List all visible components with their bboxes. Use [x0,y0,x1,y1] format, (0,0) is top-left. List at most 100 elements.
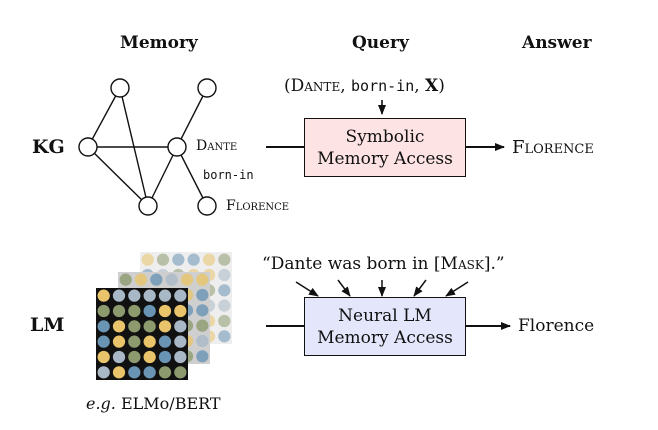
matrix-cell [158,289,172,302]
memory-header: Memory [120,33,198,53]
matrix-cell [196,319,209,332]
matrix-cell [128,289,141,302]
matrix-cell [112,304,126,318]
comma: , [340,76,352,96]
matrix-cell [218,330,231,343]
matrix-cell [143,366,156,379]
matrix-cell [112,320,126,333]
matrix-cell [156,253,170,266]
kg-node [138,196,158,216]
matrix-cell [97,289,110,302]
matrix-cell [218,268,231,282]
matrix-cell [112,350,126,364]
query-header: Query [352,33,409,53]
lm-query-arrow [337,279,351,297]
matrix-cell [218,299,231,312]
kg-box-line2: Memory Access [317,148,453,169]
matrix-cell [187,253,200,266]
dante-node-label: Dante [196,138,238,154]
matrix-cell [97,350,110,364]
lm-caption: e.g. ELMo/BERT [86,394,221,413]
matrix-cell [143,335,156,348]
matrix-cell [158,366,172,379]
matrix-cell [196,288,209,302]
matrix-cell [174,350,187,364]
query-subject: Dante [290,76,341,96]
symbolic-memory-access-box: Symbolic Memory Access [304,118,466,177]
matrix-cell [196,273,209,286]
query-object: X [425,76,439,96]
paren-open: ( [284,76,291,96]
lm-row-label: LM [30,314,65,336]
paren-close: ) [438,76,445,96]
kg-query-triple: (Dante, born-in, X) [284,76,445,96]
matrix-cell [97,320,110,333]
matrix-cell [174,289,187,302]
matrix-cell [202,253,216,266]
kg-box-line1: Symbolic [345,126,425,147]
matrix-cell [143,320,156,333]
florence-node-label: Florence [226,198,290,214]
kg-node-florence [197,196,217,216]
answer-header: Answer [522,33,592,53]
kg-node [78,137,98,157]
matrix-cell [218,284,231,297]
matrix-cell [196,350,209,363]
matrix-cell [174,304,187,318]
kg-node [197,78,217,98]
lm-query-arrow [295,281,319,297]
lm-query-arrows [295,279,469,297]
matrix-cell [143,304,156,318]
matrix-cell [97,304,110,318]
kg-edge [87,146,149,207]
matrix-cell [128,350,141,364]
matrix-cell [196,304,209,317]
matrix-cell [165,273,178,286]
matrix-layer [96,288,188,380]
comma: , [414,76,426,96]
matrix-cell [112,366,126,379]
matrix-cell [158,320,172,333]
matrix-cell [174,366,187,379]
kg-edge-born-in [176,146,208,207]
caption-eg: e.g. [86,394,116,413]
lm-box-line2: Memory Access [317,327,453,348]
matrix-cell [158,304,172,318]
kg-answer: Florence [512,137,594,158]
kg-edge [87,87,121,148]
caption-models: ELMo/BERT [120,394,221,413]
lm-query-mask: Mask [440,254,484,274]
lm-answer: Florence [518,316,595,336]
kg-node [110,78,130,98]
query-relation: born-in [351,77,415,95]
matrix-cell [112,289,126,302]
matrix-cell [134,273,148,286]
born-in-edge-label: born-in [203,168,254,182]
lm-embedding-matrices [96,252,232,380]
matrix-cell [172,253,185,266]
matrix-cell [128,320,141,333]
matrix-cell [218,314,231,328]
matrix-cell [141,253,154,266]
kg-graph-edges [87,87,208,207]
matrix-cell [128,335,141,348]
matrix-cell [119,273,132,286]
lm-query-prefix: “Dante was born in [ [262,254,441,274]
matrix-cell [218,253,231,266]
kg-row-label: KG [32,136,65,158]
kg-edge [176,87,208,148]
kg-node-dante [167,137,187,157]
matrix-cell [180,273,194,286]
matrix-cell [128,366,141,379]
matrix-cell [150,273,163,286]
matrix-cell [158,350,172,364]
matrix-cell [196,334,209,348]
matrix-cell [97,366,110,379]
matrix-cell [112,335,126,348]
kg-edge [147,146,178,207]
lm-query-arrow [413,279,427,297]
matrix-cell [174,335,187,348]
neural-lm-memory-access-box: Neural LM Memory Access [304,297,466,356]
matrix-cell [158,335,172,348]
